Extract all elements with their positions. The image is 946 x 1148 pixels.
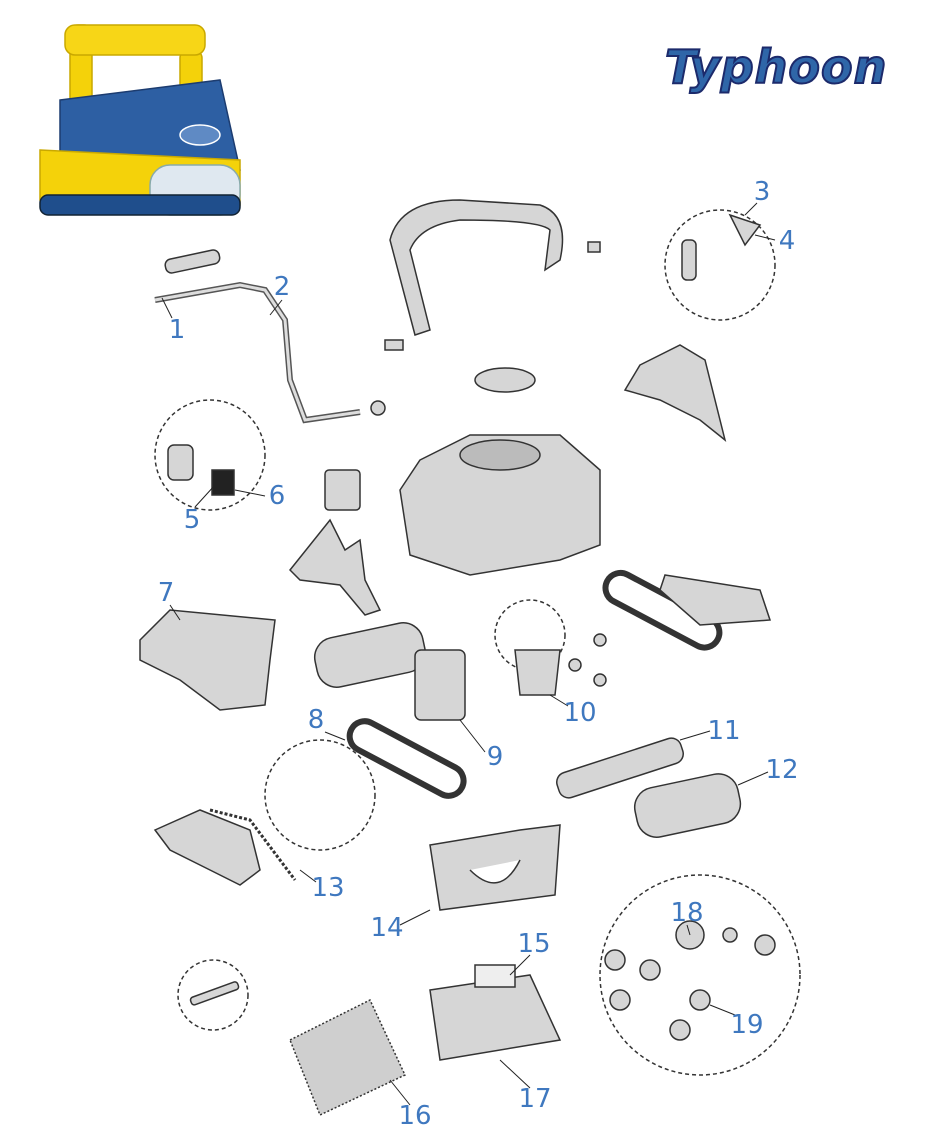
part-label-2: 2 [273,272,291,302]
part-label-1: 1 [168,315,186,345]
typhoon-logo: Typhoon [664,39,888,95]
part-label-10: 10 [563,698,597,728]
track-left [346,718,467,799]
part-label-16: 16 [398,1101,432,1131]
part-label-5: 5 [183,505,201,535]
part-label-14: 14 [370,913,404,943]
filter-holder [429,824,561,911]
handle [389,199,564,336]
robot-body [399,434,601,576]
part-label-13: 13 [311,873,345,903]
detail-circle-18-19 [599,874,801,1076]
part-label-4: 4 [778,226,796,256]
detail-circle-pin [177,959,249,1031]
filter-basket [289,998,406,1117]
detail-circle-3-4 [664,209,776,321]
detail-circle-8 [264,739,376,851]
part-label-7: 7 [157,578,175,608]
part-label-17: 17 [518,1084,552,1114]
part-label-19: 19 [730,1010,764,1040]
part-label-18: 18 [670,898,704,928]
part-label-12: 12 [765,755,799,785]
part-label-6: 6 [268,481,286,511]
part-label-8: 8 [307,705,325,735]
part-label-11: 11 [707,716,741,746]
part-label-9: 9 [486,742,504,772]
detail-circle-5-6 [154,399,266,511]
detail-circle-10 [494,599,566,671]
robot-cleaner-photo [39,24,241,216]
part-label-3: 3 [753,177,771,207]
part-label-15: 15 [517,929,551,959]
